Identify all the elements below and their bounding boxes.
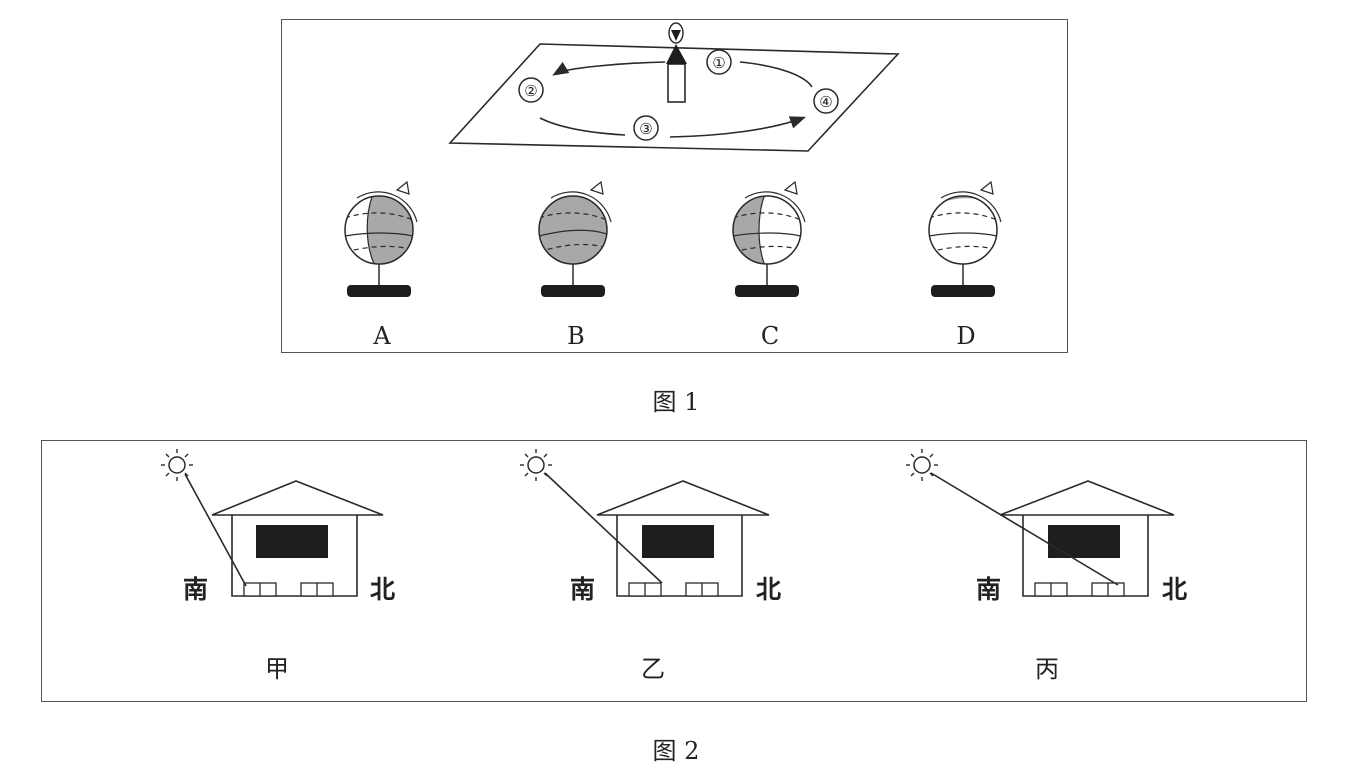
- globe-d: [928, 180, 1002, 297]
- globe-label-a: A: [373, 322, 391, 350]
- figure-1-caption: 图 1: [652, 388, 700, 416]
- globe-b: [538, 180, 612, 297]
- south-label: 南: [976, 575, 1002, 604]
- figure-2-caption: 图 2: [652, 737, 700, 765]
- position-marker-4: ④: [813, 88, 839, 114]
- house-jia: [161, 449, 384, 597]
- position-number: ③: [639, 120, 652, 138]
- south-label: 南: [570, 575, 596, 604]
- position-marker-3: ③: [633, 115, 659, 141]
- position-number: ②: [524, 82, 537, 100]
- sun-ray: [544, 472, 663, 584]
- position-number: ①: [712, 54, 725, 72]
- sun-icon: [520, 449, 552, 481]
- north-label: 北: [1162, 575, 1188, 604]
- globe-label-c: C: [760, 322, 780, 350]
- south-label: 南: [183, 575, 209, 604]
- house-label-yi: 乙: [641, 655, 665, 683]
- orbit-arc-lower-left: [539, 117, 626, 136]
- sun-icon: [161, 449, 193, 481]
- orbit-arc-upper-left: [552, 61, 666, 76]
- globe-a: [344, 180, 418, 297]
- house-yi: [520, 449, 770, 597]
- north-label: 北: [756, 575, 782, 604]
- sun-icon: [906, 449, 938, 481]
- sun-ray: [184, 473, 247, 587]
- lamp-post: [666, 22, 687, 103]
- sun-ray: [930, 472, 1119, 586]
- ground-plane: [448, 43, 900, 152]
- position-number: ④: [819, 93, 832, 111]
- orbit-arc-upper-right: [739, 61, 813, 88]
- globe-label-d: D: [956, 322, 976, 350]
- house-label-bing: 丙: [1035, 655, 1059, 683]
- position-marker-1: ①: [706, 49, 732, 75]
- house-bing: [906, 449, 1175, 597]
- position-marker-2: ②: [518, 77, 544, 103]
- house-label-jia: 甲: [265, 655, 289, 683]
- north-label: 北: [370, 575, 396, 604]
- globe-label-b: B: [567, 322, 585, 350]
- orbit-arc-lower-right: [669, 116, 807, 138]
